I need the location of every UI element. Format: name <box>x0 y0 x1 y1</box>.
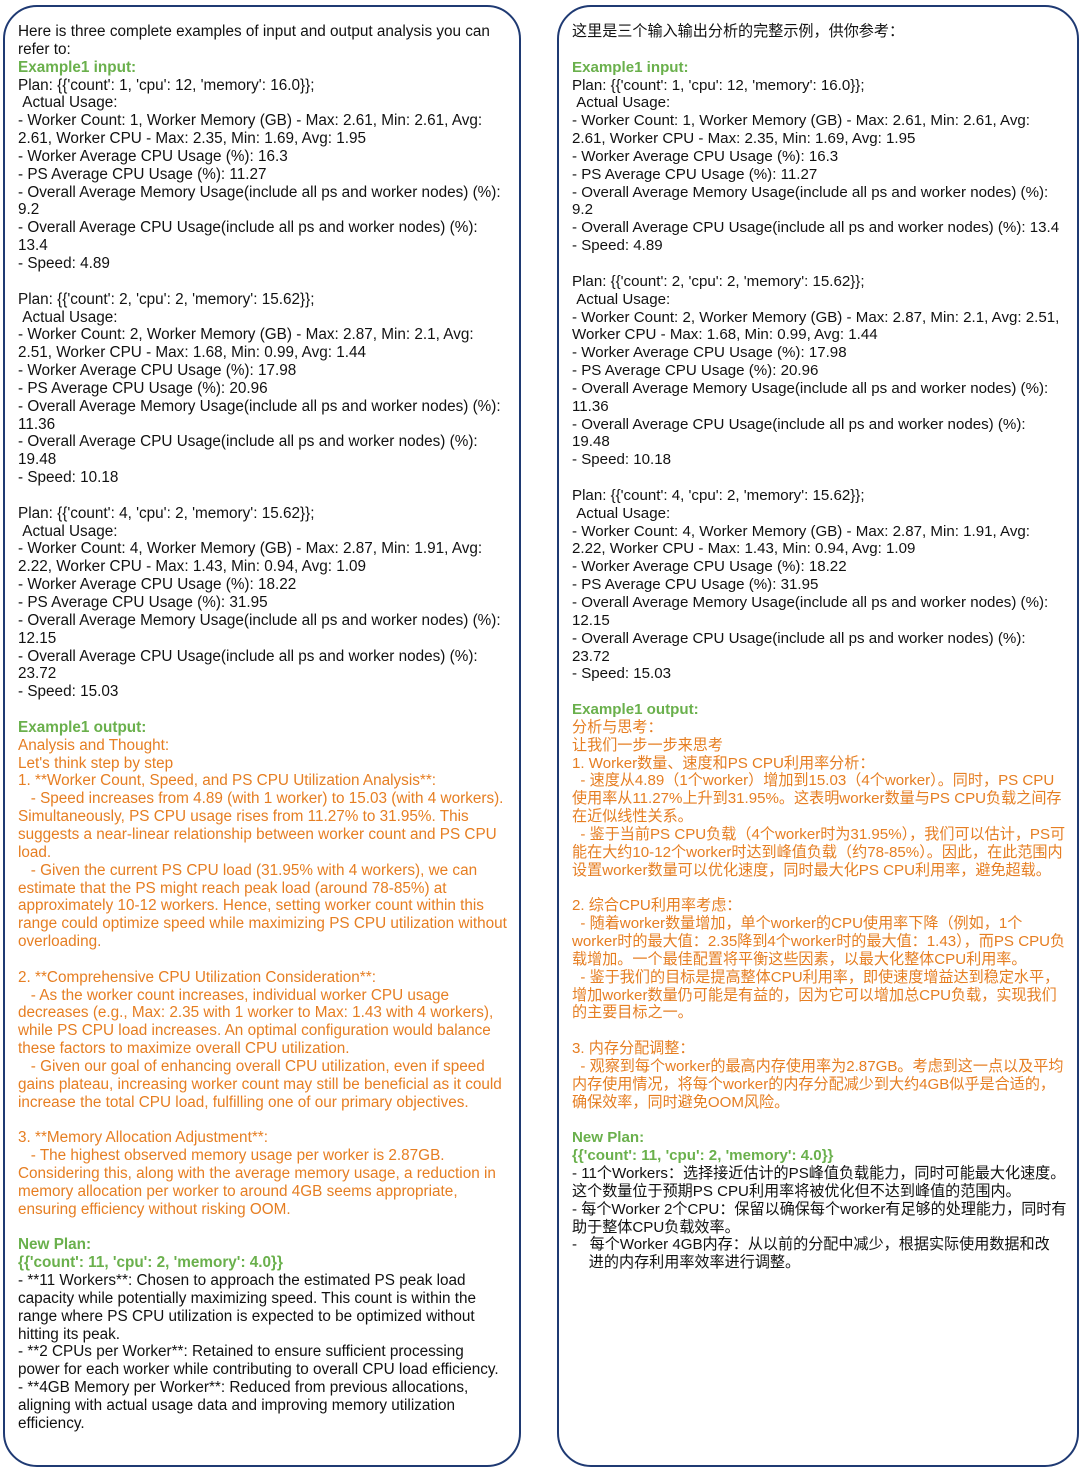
spacer <box>18 701 509 719</box>
input-heading: Example1 input: <box>18 58 137 76</box>
chinese-example-panel: 这里是三个输入输出分析的完整示例，供你参考： Example1 input:Pl… <box>557 5 1079 1467</box>
output-heading: Example1 output: <box>572 701 699 719</box>
spacer <box>572 41 1067 59</box>
input-text: Plan: {{'count': 1, 'cpu': 12, 'memory':… <box>18 76 501 701</box>
intro-text: Here is three complete examples of input… <box>18 23 495 58</box>
analysis-text: 分析与思考： 让我们一步一步来思考 1. Worker数量、速度和PS CPU利… <box>572 718 1066 1111</box>
new-plan-text: - 11个Workers：选择接近估计的PS峰值负载能力，同时可能最大化速度。这… <box>572 1165 1067 1272</box>
new-plan-heading: New Plan: <box>18 1236 92 1254</box>
intro-text: 这里是三个输入输出分析的完整示例，供你参考： <box>572 23 905 40</box>
spacer <box>572 683 1067 701</box>
new-plan-text: - **11 Workers**: Chosen to approach the… <box>18 1272 499 1432</box>
new-plan-heading: New Plan: <box>572 1129 645 1147</box>
new-plan-value: {{'count': 11, 'cpu': 2, 'memory': 4.0}} <box>572 1147 834 1165</box>
english-example-panel: Here is three complete examples of input… <box>3 5 521 1467</box>
analysis-text: Analysis and Thought: Let's think step b… <box>18 736 507 1218</box>
english-example-content: Here is three complete examples of input… <box>18 23 509 1433</box>
new-plan-value: {{'count': 11, 'cpu': 2, 'memory': 4.0}} <box>18 1254 283 1272</box>
output-heading: Example1 output: <box>18 718 147 736</box>
spacer <box>572 1111 1067 1129</box>
input-text: Plan: {{'count': 1, 'cpu': 12, 'memory':… <box>572 76 1060 683</box>
spacer <box>18 1219 509 1237</box>
chinese-example-content: 这里是三个输入输出分析的完整示例，供你参考： Example1 input:Pl… <box>572 23 1067 1272</box>
input-heading: Example1 input: <box>572 58 689 76</box>
